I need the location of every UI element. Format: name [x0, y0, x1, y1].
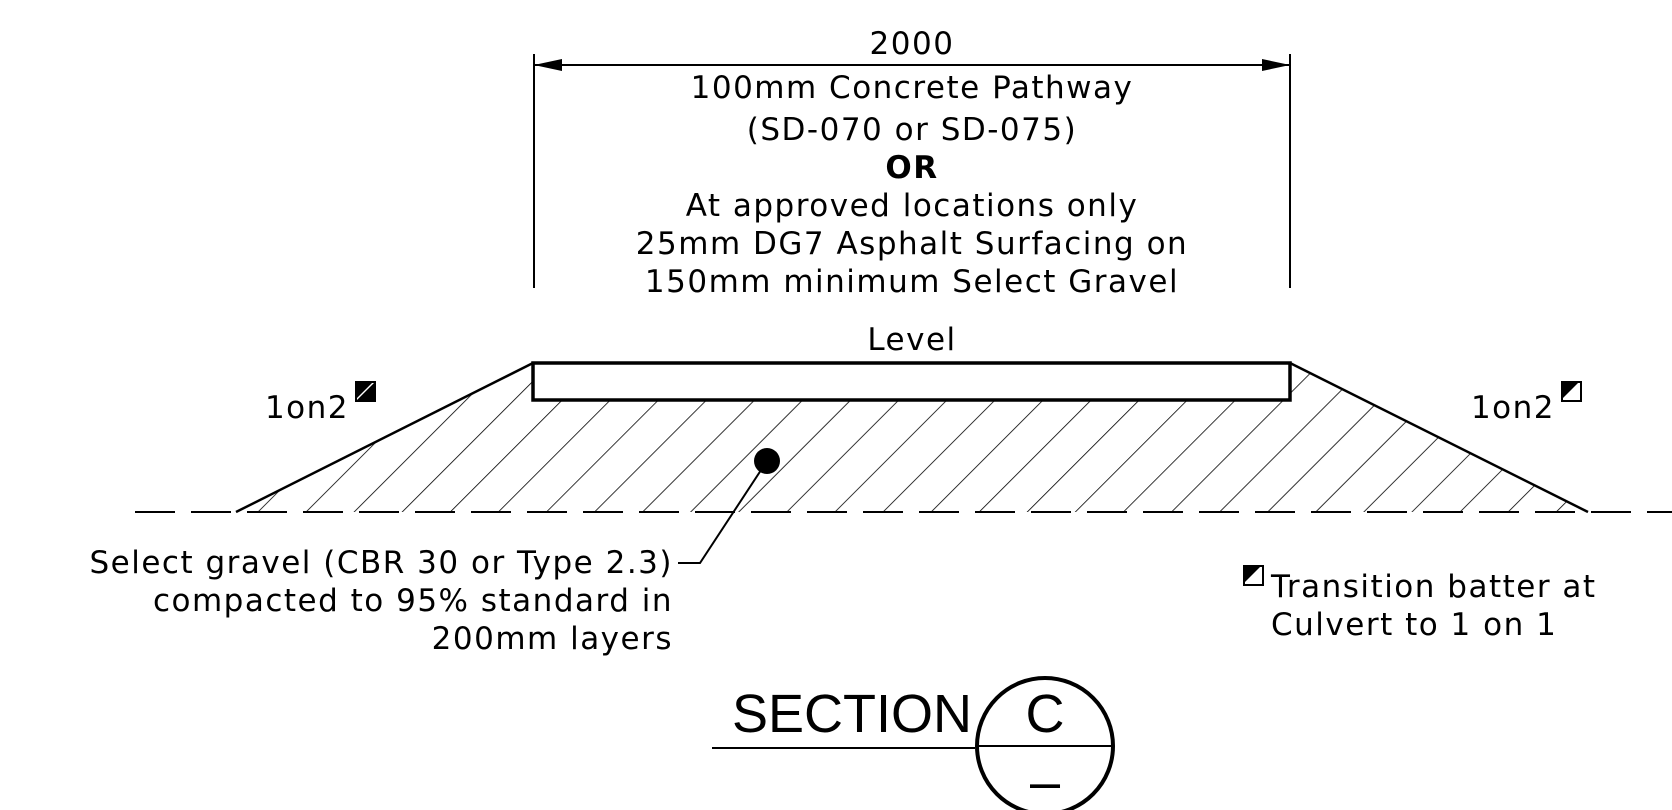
gravel-leader — [678, 448, 780, 564]
level-label: Level — [867, 322, 956, 358]
section-letter: C — [1026, 684, 1065, 744]
surface-note-or: OR — [885, 150, 938, 186]
arrowhead-left — [534, 59, 562, 71]
transition-note-line-2: Culvert to 1 on 1 — [1271, 607, 1557, 643]
dimension-line — [533, 54, 1291, 288]
section-tag: SECTION C – — [712, 676, 1115, 810]
batter-left-label: 1on2 — [265, 390, 349, 426]
surface-note-line-4: At approved locations only — [686, 188, 1139, 224]
transition-marker-note-icon — [1243, 565, 1264, 586]
pathway-slab — [531, 361, 1292, 402]
gravel-note-line-2: compacted to 95% standard in — [153, 583, 673, 619]
transition-marker-right-icon — [1561, 381, 1582, 402]
transition-marker-left-icon — [355, 381, 376, 402]
arrowhead-right — [1262, 59, 1290, 71]
gravel-note-line-3: 200mm layers — [432, 621, 673, 657]
dimension-label: 2000 — [870, 26, 955, 62]
surface-note-line-2: (SD-070 or SD-075) — [747, 112, 1077, 148]
gravel-note: Select gravel (CBR 30 or Type 2.3) compa… — [89, 545, 673, 657]
batter-right-label: 1on2 — [1471, 390, 1555, 426]
transition-note: Transition batter at Culvert to 1 on 1 — [1243, 565, 1597, 643]
surface-notes: 100mm Concrete Pathway (SD-070 or SD-075… — [636, 70, 1188, 300]
surface-note-line-5: 25mm DG7 Asphalt Surfacing on — [636, 226, 1188, 262]
section-word: SECTION — [732, 684, 972, 744]
surface-note-line-1: 100mm Concrete Pathway — [691, 70, 1134, 106]
gravel-note-line-1: Select gravel (CBR 30 or Type 2.3) — [89, 545, 673, 581]
surface-note-line-6: 150mm minimum Select Gravel — [645, 264, 1179, 300]
section-sheet: – — [1030, 752, 1060, 810]
transition-note-line-1: Transition batter at — [1270, 569, 1597, 605]
